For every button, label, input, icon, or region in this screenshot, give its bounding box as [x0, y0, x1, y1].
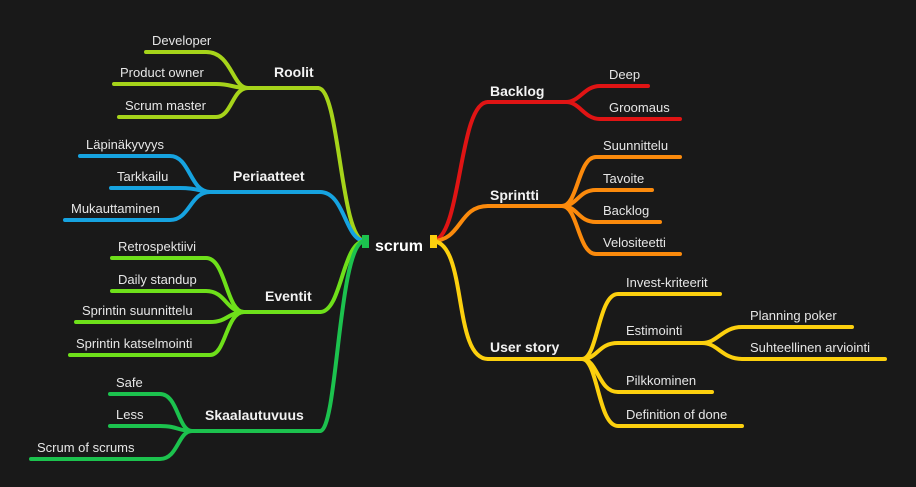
leaf-scrum-master[interactable]: Scrum master — [125, 98, 207, 113]
leaf-suhteellinen-arviointi[interactable]: Suhteellinen arviointi — [750, 340, 870, 355]
leaf-retrospektiivi[interactable]: Retrospektiivi — [118, 239, 196, 254]
leaf-less[interactable]: Less — [116, 407, 144, 422]
leaf-sprintin-suunnittelu[interactable]: Sprintin suunnittelu — [82, 303, 193, 318]
root-connector-left — [362, 235, 369, 248]
leaf-groomaus[interactable]: Groomaus — [609, 100, 670, 115]
edge-groomaus — [564, 100, 682, 121]
branch-user-story[interactable]: User story — [490, 339, 559, 355]
edge-scrum-master — [117, 86, 250, 119]
edge-sprintin-katselmointi — [68, 310, 246, 357]
edge-suhteellinen-arviointi — [700, 341, 887, 361]
root-topic[interactable]: scrum — [375, 238, 423, 255]
leaf-velositeetti[interactable]: Velositeetti — [603, 235, 666, 250]
edge-definition-of-done — [580, 357, 744, 428]
leaf-tavoite[interactable]: Tavoite — [603, 171, 644, 186]
edge-product-owner — [112, 82, 250, 90]
edge-periaatteet-root — [318, 190, 367, 243]
edge-scrum-of-scrums — [29, 429, 194, 461]
leaf-invest-kriteerit[interactable]: Invest-kriteerit — [626, 275, 708, 290]
edge-skaalautuvuus-root — [318, 239, 367, 433]
edge-mukauttaminen — [63, 190, 212, 222]
leaf-sprintti-backlog[interactable]: Backlog — [603, 203, 649, 218]
leaf-suunnittelu[interactable]: Suunnittelu — [603, 138, 668, 153]
branch-backlog[interactable]: Backlog — [490, 83, 544, 99]
leaf-daily-standup[interactable]: Daily standup — [118, 272, 197, 287]
edge-sprintti-root — [430, 204, 490, 243]
edge-tarkkailu — [109, 186, 212, 194]
edge-velositeetti — [560, 204, 682, 256]
mindmap-edges — [29, 50, 887, 461]
leaf-pilkkominen[interactable]: Pilkkominen — [626, 373, 696, 388]
edge-roolit-root — [316, 86, 367, 243]
edge-estimointi — [580, 341, 704, 361]
branch-periaatteet[interactable]: Periaatteet — [233, 168, 305, 184]
leaf-sprintin-katselmointi[interactable]: Sprintin katselmointi — [76, 336, 192, 351]
leaf-product-owner[interactable]: Product owner — [120, 65, 204, 80]
branch-roolit[interactable]: Roolit — [274, 64, 314, 80]
leaf-safe[interactable]: Safe — [116, 375, 143, 390]
edge-invest-kriteerit — [580, 292, 722, 361]
leaf-scrum-of-scrums[interactable]: Scrum of scrums — [37, 440, 135, 455]
leaf-mukauttaminen[interactable]: Mukauttaminen — [71, 201, 160, 216]
branch-sprintti[interactable]: Sprintti — [490, 187, 539, 203]
edge-less — [108, 424, 194, 433]
leaf-planning-poker[interactable]: Planning poker — [750, 308, 837, 323]
edge-backlog-root — [430, 100, 490, 243]
leaf-developer[interactable]: Developer — [152, 33, 212, 48]
leaf-estimointi[interactable]: Estimointi — [626, 323, 682, 338]
leaf-lapinakyvyys[interactable]: Läpinäkyvyys — [86, 137, 165, 152]
leaf-deep[interactable]: Deep — [609, 67, 640, 82]
leaf-tarkkailu[interactable]: Tarkkailu — [117, 169, 168, 184]
leaf-definition-of-done[interactable]: Definition of done — [626, 407, 727, 422]
branch-eventit[interactable]: Eventit — [265, 288, 312, 304]
branch-skaalautuvuus[interactable]: Skaalautuvuus — [205, 407, 304, 423]
edge-user-story-root — [430, 239, 490, 361]
root-connector-right — [430, 235, 437, 248]
